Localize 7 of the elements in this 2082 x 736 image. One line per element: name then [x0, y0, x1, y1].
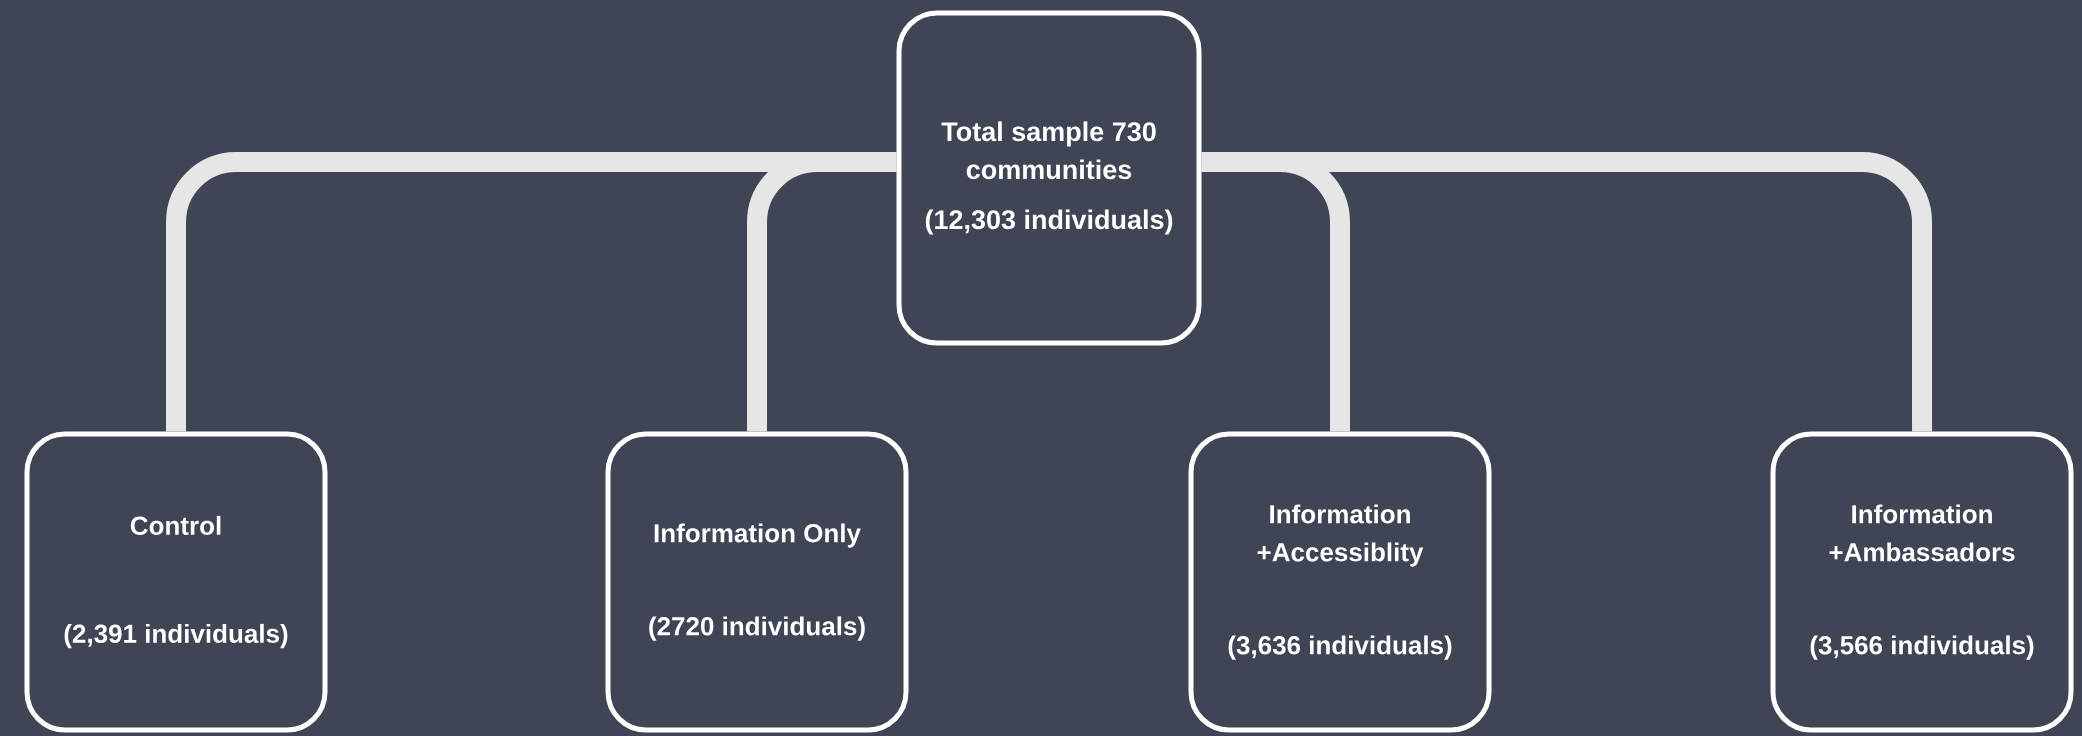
process-box: Total sample 730 communities (12,303 individuals)	[896, 10, 1202, 346]
connector	[1201, 152, 1933, 432]
process-box: Control (2,391 individuals)	[24, 431, 328, 733]
process-box: Information +Accessiblity (3,636 individuals)	[1188, 431, 1492, 733]
process-box: Information Only (2720 individuals)	[605, 431, 909, 733]
connector	[747, 152, 897, 432]
process-box: Information +Ambassadors (3,566 individuals)	[1770, 431, 2074, 733]
